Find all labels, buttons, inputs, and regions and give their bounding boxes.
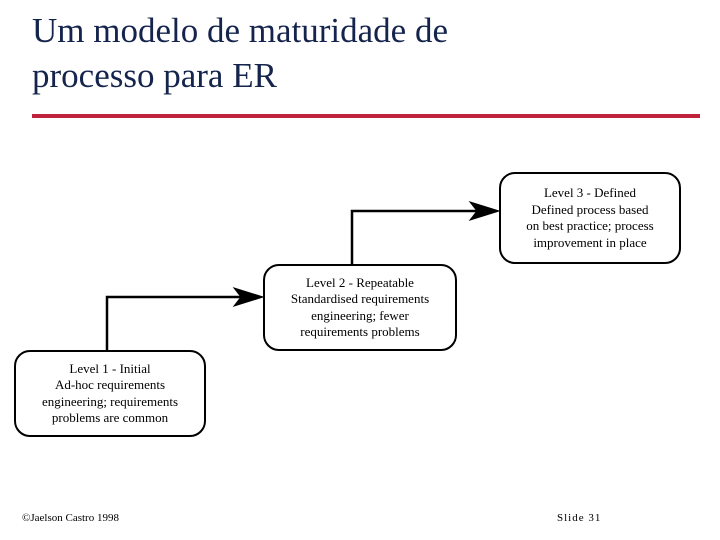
page-title: Um modelo de maturidade de processo para… [32,11,448,95]
arrow-level1-to-level2 [105,287,265,351]
level-3-body: Defined process based on best practice; … [526,201,654,250]
level-1-body: Ad-hoc requirements engineering; require… [41,377,179,425]
arrow-level2-to-level3 [350,201,501,265]
level-1-heading: Level 1 - Initial [69,360,151,376]
footer-copyright: ©Jaelson Castro 1998 [22,512,119,524]
level-3-box: Level 3 - Defined Defined process based … [499,172,681,264]
level-2-heading: Level 2 - Repeatable [306,274,414,290]
level-2-body: Standardised requirements engineering; f… [290,291,430,339]
title-divider [32,114,700,118]
level-1-box: Level 1 - Initial Ad-hoc requirements en… [14,350,206,437]
level-2-box: Level 2 - Repeatable Standardised requir… [263,264,457,351]
level-3-heading: Level 3 - Defined [543,185,637,200]
slide-number: Slide 31 [557,512,602,524]
